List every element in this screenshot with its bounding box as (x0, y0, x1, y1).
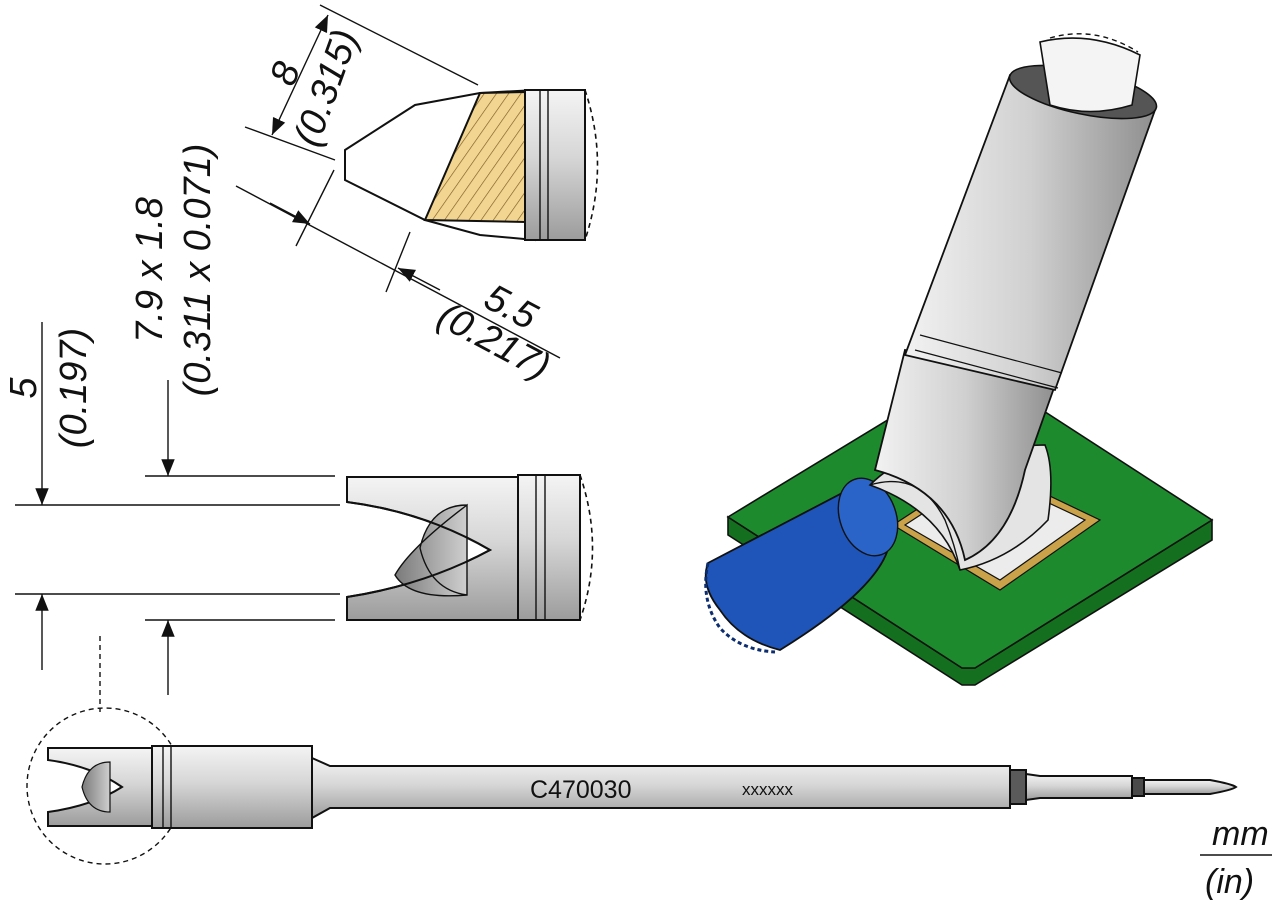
part-code: xxxxxx (742, 780, 794, 799)
side-break-line (584, 89, 599, 241)
dim-length-mm: 8 (262, 57, 309, 91)
front-shank (517, 474, 581, 621)
dim-width-in: (0.197) (53, 328, 95, 448)
tip-shank-main (151, 745, 313, 829)
front-cup-cavity (394, 503, 468, 597)
full-tip-view: C470030 xxxxxx (26, 636, 1238, 865)
tip-ring-2 (1131, 777, 1145, 797)
tip-cup-small (47, 747, 153, 827)
tip-ring-1 (1009, 769, 1027, 805)
dim-depth-arrow-left (269, 202, 311, 225)
dim-depth-arrow-right (397, 267, 441, 291)
tip-pin (1143, 779, 1238, 795)
tool-top-insulator (1039, 37, 1141, 113)
dim-length-line (271, 14, 329, 136)
unit-primary: mm (1212, 815, 1269, 853)
tool-elbow (873, 348, 1057, 562)
front-view: 5 (0.197) 7.9 x 1.8 (0.311 x 0.071) (3, 144, 594, 695)
side-section-view: 8 (0.315) 5.5 (0.217) (235, 4, 599, 388)
side-shank (524, 89, 586, 241)
part-number: C470030 (530, 776, 631, 804)
dim-width-mm: 5 (3, 377, 45, 399)
dim-cross-in: (0.311 x 0.071) (177, 144, 219, 397)
units-legend: mm (in) (1200, 815, 1272, 901)
unit-secondary: (in) (1205, 863, 1254, 901)
dim-cross-mm: 7.9 x 1.8 (129, 197, 171, 343)
tool-barrel (903, 73, 1157, 392)
iso-illustration (704, 33, 1214, 686)
